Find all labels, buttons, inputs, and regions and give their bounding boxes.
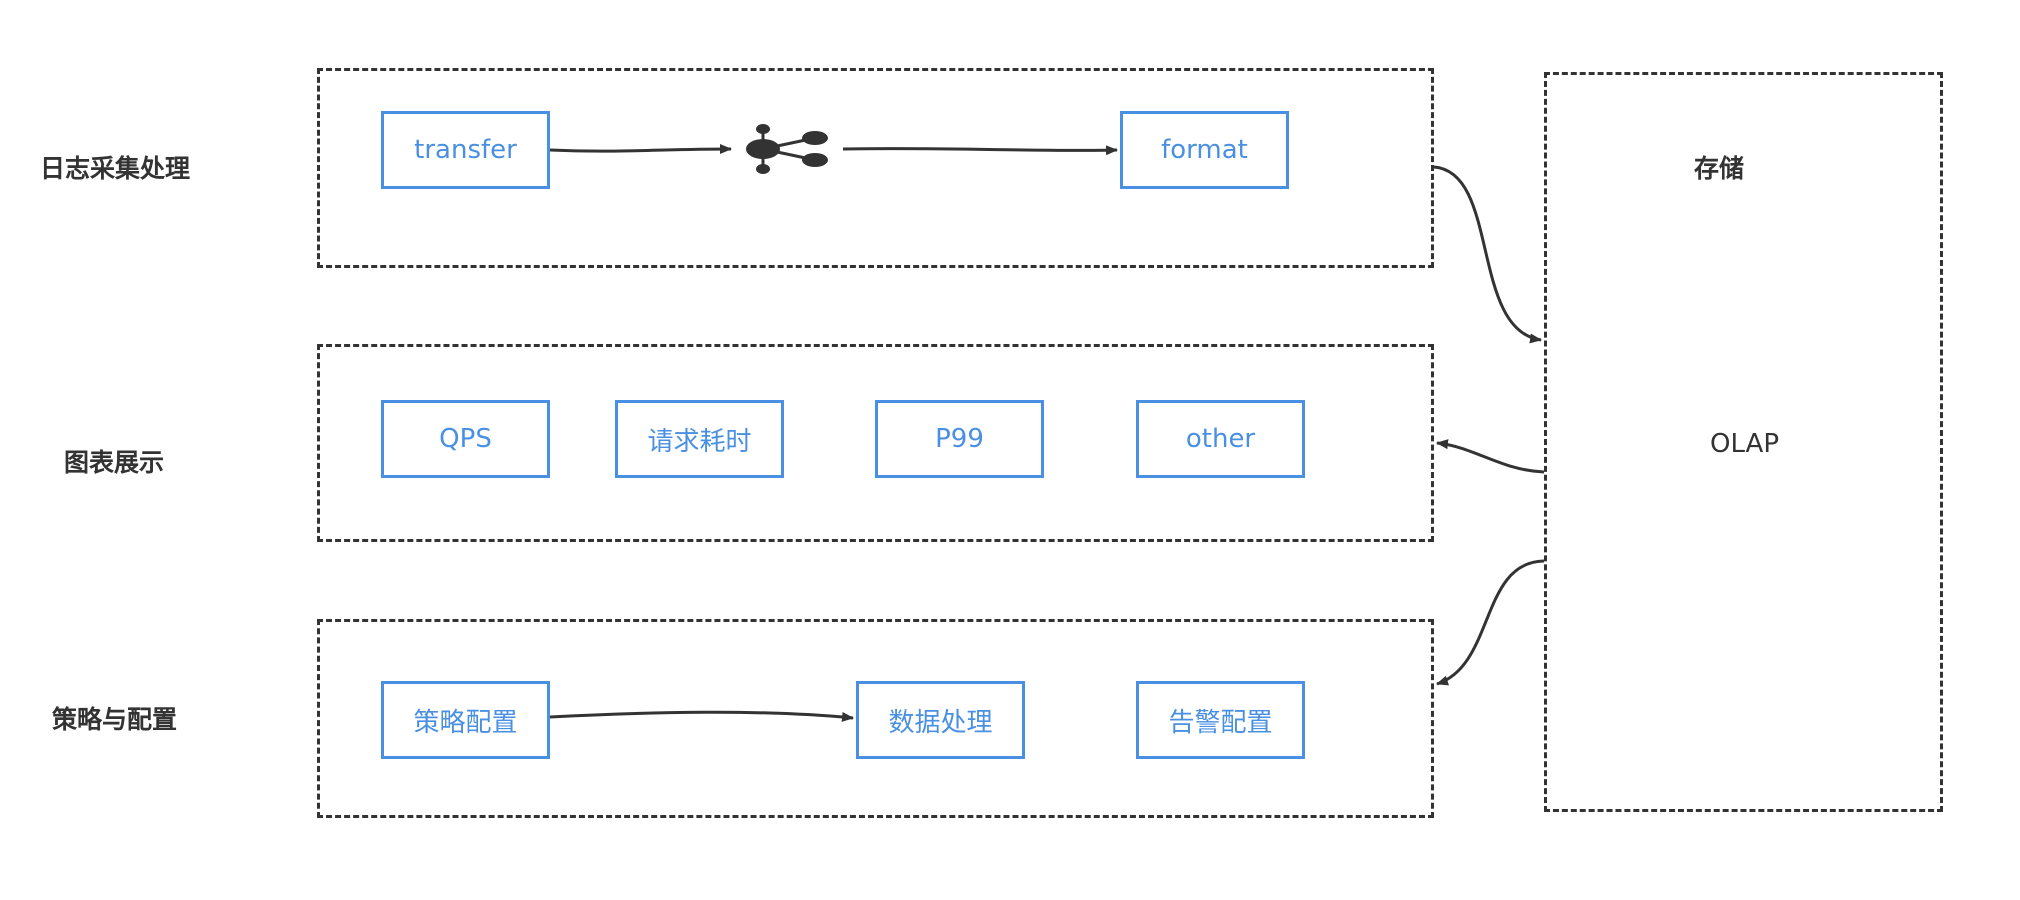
node-transfer[interactable]: transfer [381,111,550,189]
node-strategy-config[interactable]: 策略配置 [381,681,550,759]
group-storage [1544,72,1943,812]
node-alert-config[interactable]: 告警配置 [1136,681,1305,759]
node-request-latency[interactable]: 请求耗时 [615,400,784,478]
edge-ingest-to-storage [1433,165,1542,344]
storage-engine-label: OLAP [1710,429,1780,459]
storage-title: 存储 [1694,154,1745,183]
row-label-log-ingest: 日志采集处理 [40,154,191,183]
group-log-ingest [317,68,1434,268]
row-label-strategy-config: 策略与配置 [52,705,178,734]
node-other[interactable]: other [1136,400,1305,478]
edge-storage-to-strategy [1436,559,1545,686]
node-data-processing[interactable]: 数据处理 [856,681,1025,759]
node-format[interactable]: format [1120,111,1289,189]
node-qps[interactable]: QPS [381,400,550,478]
row-label-chart-display: 图表展示 [64,448,165,477]
group-strategy-config [317,619,1434,818]
node-p99[interactable]: P99 [875,400,1044,478]
edge-storage-to-charts [1436,439,1545,474]
group-chart-display [317,344,1434,542]
